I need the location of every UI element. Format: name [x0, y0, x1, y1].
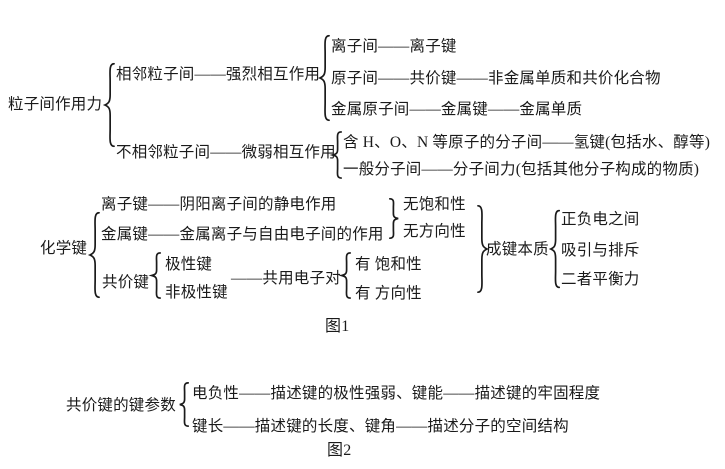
node-bond-essence: 成键本质	[486, 241, 549, 258]
node-chemical-bond-root: 化学键	[40, 240, 88, 257]
node-nonpolar-bond: 非极性键	[165, 284, 228, 301]
node-balance-force: 二者平衡力	[561, 271, 640, 288]
open-brace-icon	[319, 35, 330, 121]
open-brace-icon	[179, 382, 189, 427]
open-brace-icon	[341, 252, 351, 299]
open-brace-icon	[104, 62, 115, 148]
node-no-direction: 无方向性	[403, 223, 466, 240]
figure1-caption: 图1	[325, 318, 350, 335]
node-atomic-between: 原子间——共价键——非金属单质和共价化合物	[331, 70, 661, 87]
node-ionic-bond: 离子键——阴阳离子间的静电作用	[101, 196, 337, 213]
node-no-saturation: 无饱和性	[403, 196, 466, 213]
node-metal-atoms: 金属原子间——金属键——金属单质	[331, 101, 583, 118]
node-pos-neg-charge: 正负电之间	[561, 211, 640, 228]
node-particle-forces-root: 粒子间作用力	[8, 96, 103, 113]
open-brace-icon	[151, 252, 161, 299]
close-brace-icon	[389, 198, 399, 239]
node-shared-electron-pair: ——共用电子对	[231, 270, 341, 287]
node-metallic-bond: 金属键——金属离子与自由电子间的作用	[101, 226, 384, 243]
node-covalent-bond: 共价键	[102, 274, 150, 291]
node-has-direction: 有 方向性	[355, 285, 422, 302]
open-brace-icon	[89, 212, 100, 298]
node-hydrogen-bond: 含 H、O、N 等原子的分子间——氢键(包括水、醇等)	[343, 134, 711, 151]
node-attract-repel: 吸引与排斥	[561, 242, 640, 259]
node-molecular-force: 一般分子间——分子间力(包括其他分子构成的物质)	[343, 161, 700, 178]
open-brace-icon	[332, 131, 342, 179]
node-adjacent-particles: 相邻粒子间——强烈相互作用	[116, 66, 321, 83]
node-bond-length-line: 键长——描述键的长度、键角——描述分子的空间结构	[192, 418, 569, 435]
node-polar-bond: 极性键	[165, 256, 213, 273]
open-brace-icon	[550, 209, 560, 289]
node-electronegativity-line: 电负性——描述键的极性强弱、键能——描述键的牢固程度	[192, 385, 601, 402]
figure2-caption: 图2	[327, 442, 352, 459]
node-has-saturation: 有 饱和性	[355, 256, 422, 273]
node-ionic-between: 离子间——离子键	[331, 38, 457, 55]
node-nonadjacent-particles: 不相邻粒子间——微弱相互作用	[116, 144, 336, 161]
node-bond-parameters-root: 共价键的键参数	[66, 397, 176, 414]
